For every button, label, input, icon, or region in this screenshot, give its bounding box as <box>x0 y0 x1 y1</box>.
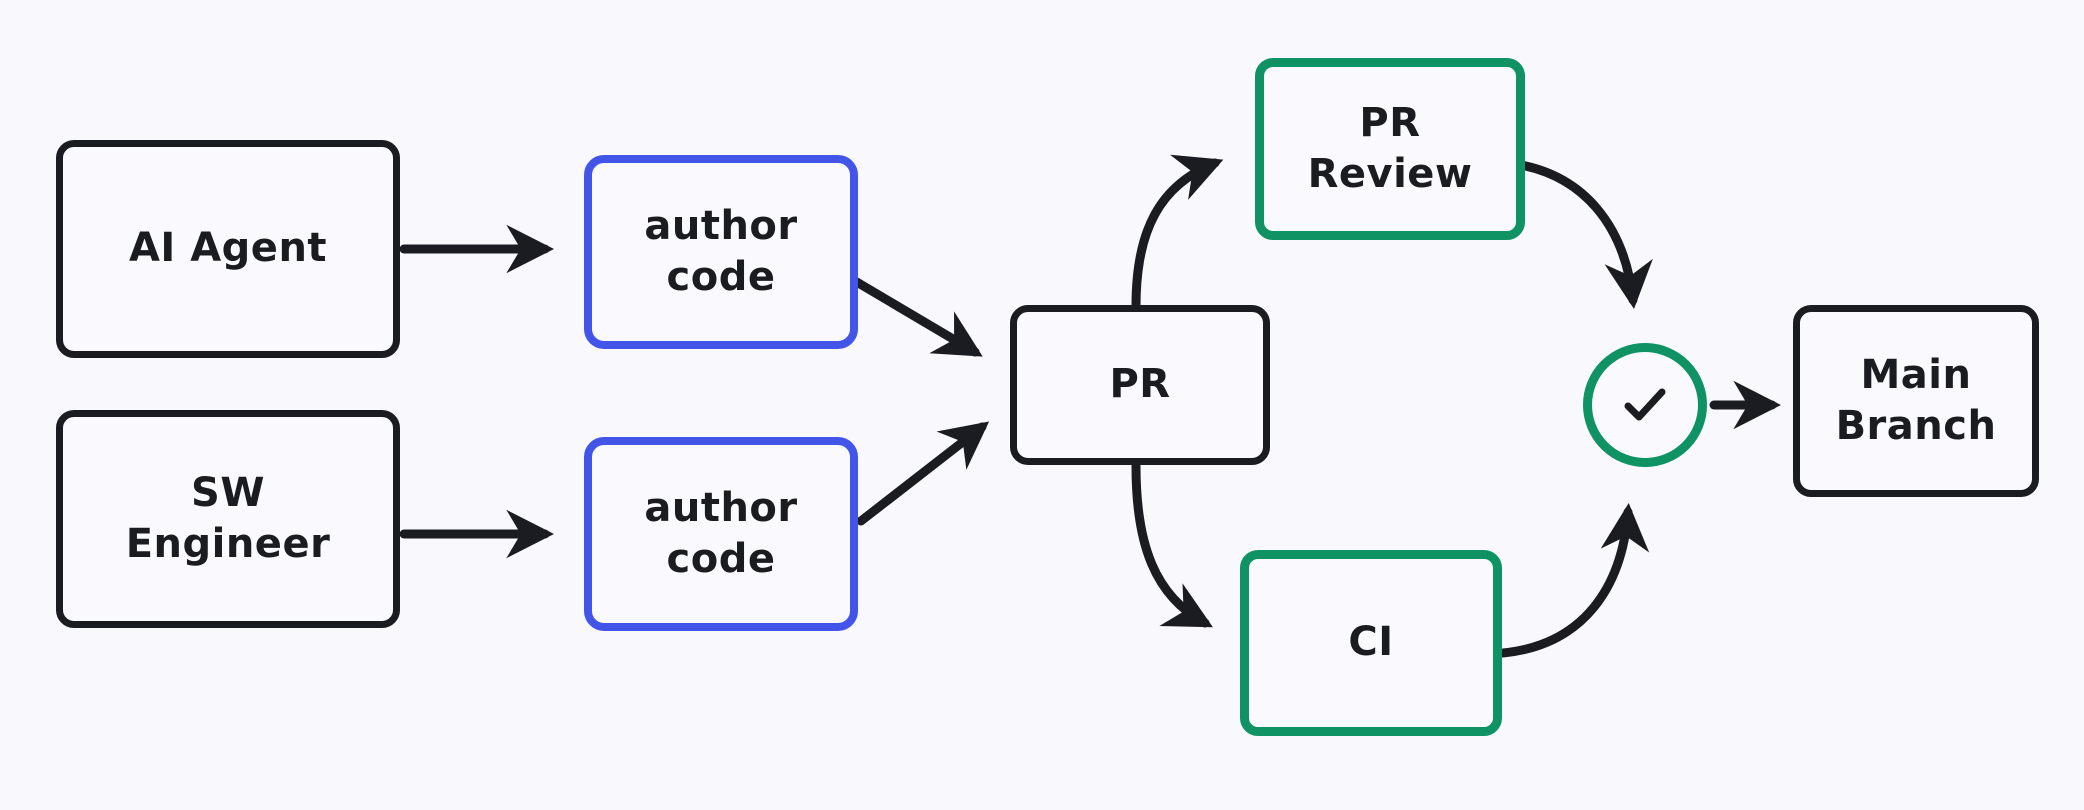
node-ci[interactable]: CI <box>1240 550 1502 736</box>
check-icon <box>1624 388 1666 421</box>
node-ai-agent[interactable]: AI Agent <box>56 140 400 358</box>
node-label: author code <box>644 202 798 300</box>
node-label: PR Review <box>1307 99 1473 197</box>
edge-ci-to-check <box>1498 503 1650 658</box>
node-label: Main Branch <box>1835 351 1997 449</box>
node-label: AI Agent <box>128 225 328 272</box>
node-label: CI <box>1348 619 1394 666</box>
node-pr[interactable]: PR <box>1010 305 1270 465</box>
edge-author-engineer-to-pr <box>856 421 990 526</box>
node-author-code-engineer[interactable]: author code <box>584 437 858 631</box>
edge-author-agent-to-pr <box>850 276 983 357</box>
edge-pr-to-review <box>1131 154 1224 311</box>
edge-review-to-check <box>1503 158 1653 309</box>
edge-pr-to-ci <box>1131 461 1213 628</box>
node-pr-review[interactable]: PR Review <box>1255 58 1525 240</box>
merge-check-gate[interactable] <box>1583 343 1707 467</box>
node-author-code-agent[interactable]: author code <box>584 155 858 349</box>
node-label: PR <box>1109 361 1171 408</box>
node-main-branch[interactable]: Main Branch <box>1793 305 2039 497</box>
node-sw-engineer[interactable]: SW Engineer <box>56 410 400 628</box>
node-label: author code <box>644 484 798 582</box>
node-label: SW Engineer <box>125 469 331 567</box>
